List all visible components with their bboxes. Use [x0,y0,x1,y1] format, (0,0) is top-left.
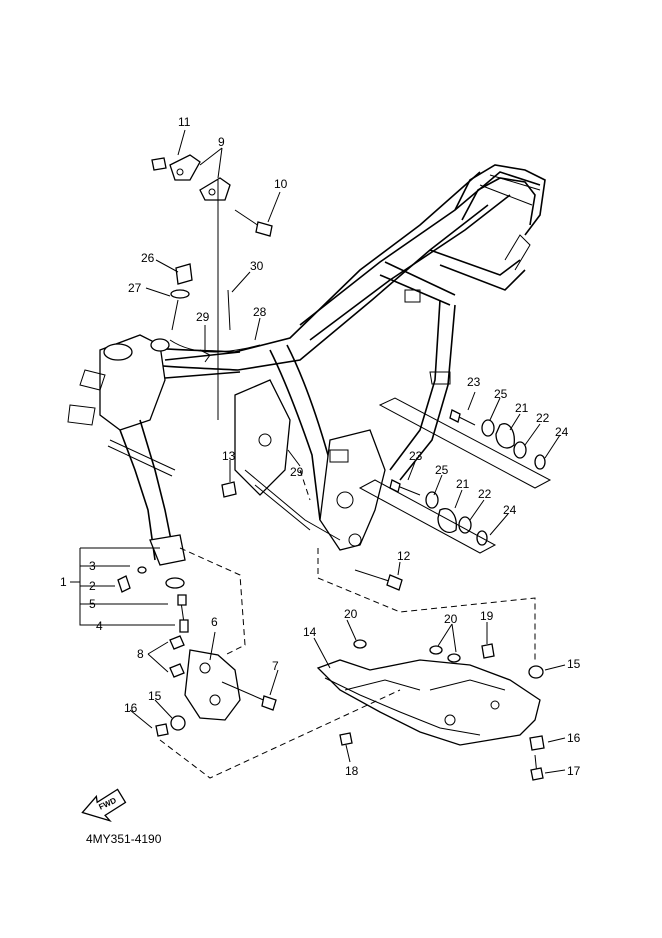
collar-set-upper [378,397,552,489]
callout-17: 17 [567,764,581,778]
callout-14: 14 [303,625,317,639]
callout-22-bottom: 22 [478,487,492,501]
nut-13 [221,481,237,498]
fwd-arrow-icon: FWD [81,788,127,823]
callout-13: 13 [222,449,236,463]
callout-28: 28 [253,305,267,319]
collar-set-lower [358,479,497,554]
callout-25-top: 25 [494,387,508,401]
wire-harness-28 [169,339,261,353]
bolt-10 [234,209,273,237]
callout-11: 11 [178,115,191,129]
callout-10: 10 [274,177,288,191]
callout-6: 6 [211,615,218,629]
callout-9: 9 [218,135,225,149]
skid-plate-14 [316,639,545,781]
callout-15-right: 15 [567,657,581,671]
callout-15-left: 15 [148,689,162,703]
callout-22-top: 22 [536,411,550,425]
callout-16-left: 16 [124,701,138,715]
callout-16-right: 16 [567,731,581,745]
callout-24-top: 24 [555,425,569,439]
clip-29 [199,349,211,363]
callout-18: 18 [345,764,359,778]
callout-20-left: 20 [344,607,358,621]
callout-21-bottom: 21 [456,477,470,491]
callout-25-bottom: 25 [435,463,449,477]
bolt-26-27 [170,263,193,331]
callout-2: 2 [89,579,96,593]
engine-mount-assembly-1 [117,566,189,633]
engine-bracket-9 [169,154,231,201]
callout-20-right: 20 [444,612,458,626]
callout-5: 5 [89,597,96,611]
callout-3: 3 [89,559,96,573]
callout-labels: 11 9 10 26 30 27 29 28 23 25 21 22 24 13… [60,115,581,778]
diagram-code: 4MY351-4190 [86,832,162,846]
hose-30 [227,289,231,331]
callout-29-top: 29 [196,310,210,324]
callout-23-bottom: 23 [409,449,423,463]
callout-8: 8 [137,647,144,661]
callout-4: 4 [96,619,103,633]
callout-12: 12 [397,549,411,563]
damper-15-left [170,715,186,731]
nut-11 [151,157,167,171]
engine-bracket-6 [169,635,241,721]
callout-7: 7 [272,659,279,673]
callout-26: 26 [141,251,155,265]
callout-30: 30 [250,259,264,273]
callout-19: 19 [480,609,494,623]
bolt-12 [354,569,403,591]
main-frame [67,164,546,566]
callout-29-bottom: 29 [290,465,304,479]
callout-27: 27 [128,281,142,295]
callout-1: 1 [60,575,67,589]
callout-23-top: 23 [467,375,481,389]
leader-lines [70,129,566,779]
nut-16-left [155,723,169,737]
callout-21-top: 21 [515,401,529,415]
callout-24-bottom: 24 [503,503,517,517]
bolt-7 [221,681,277,711]
